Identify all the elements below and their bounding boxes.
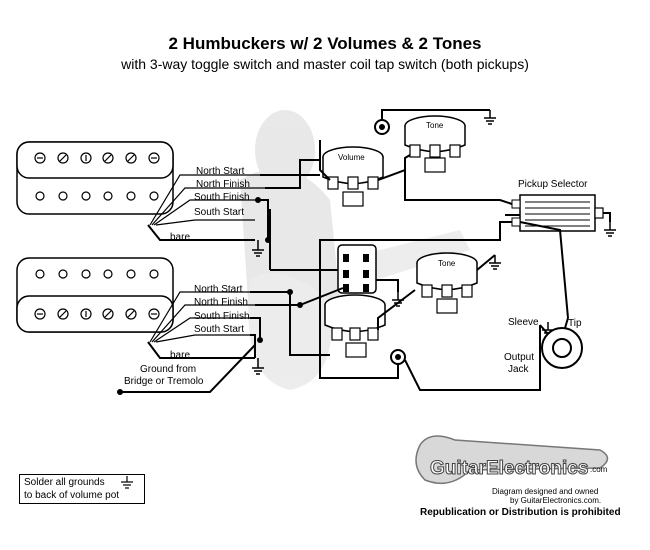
neck-tone-pot: Tone bbox=[404, 115, 466, 173]
logo-suffix: .com bbox=[590, 465, 608, 474]
tone-top-label: Tone bbox=[426, 121, 444, 130]
sleeve-label: Sleeve bbox=[508, 317, 539, 328]
ground-from-label-1: Ground from bbox=[140, 364, 196, 375]
tip-label: Tip bbox=[568, 318, 582, 329]
ground-icon bbox=[484, 110, 496, 125]
diagram-title: 2 Humbuckers w/ 2 Volumes & 2 Tones bbox=[168, 34, 482, 53]
output-jack: Sleeve Tip Output Jack bbox=[504, 317, 583, 375]
output-jack-label-1: Output bbox=[504, 352, 534, 363]
neck-humbucker bbox=[16, 141, 174, 215]
bridge-south-finish-label: South Finish bbox=[194, 311, 250, 322]
ground-icon bbox=[252, 240, 264, 257]
logo-notice: Republication or Distribution is prohibi… bbox=[420, 507, 621, 518]
neck-pole-dots bbox=[35, 191, 159, 201]
neck-slug-poles bbox=[34, 152, 160, 164]
bridge-volume-pot bbox=[324, 294, 386, 358]
bridge-north-finish-label: North Finish bbox=[194, 297, 248, 308]
ground-icon bbox=[604, 222, 616, 237]
logo-name: GuitarElectronics bbox=[430, 458, 588, 479]
bridge-pole-dots bbox=[35, 269, 159, 279]
bridge-slug-poles bbox=[34, 308, 160, 320]
bridge-north-start-label: North Start bbox=[194, 284, 243, 295]
pickup-selector-label: Pickup Selector bbox=[518, 179, 588, 190]
circuit-wires bbox=[250, 109, 611, 391]
neck-north-finish-label: North Finish bbox=[196, 179, 250, 190]
background-guitar-silhouette bbox=[240, 110, 470, 390]
output-jack-label-2: Jack bbox=[508, 364, 530, 375]
volume-label: Volume bbox=[338, 153, 365, 162]
tone-bottom-label: Tone bbox=[438, 259, 456, 268]
ground-note-line-2: to back of volume pot bbox=[24, 490, 120, 501]
ground-note-icon bbox=[121, 476, 133, 489]
coil-tap-switch bbox=[337, 244, 377, 294]
logo-credit-1: Diagram designed and owned bbox=[492, 487, 598, 496]
tone-capacitor-top bbox=[374, 119, 390, 135]
neck-south-start-label: South Start bbox=[194, 207, 244, 218]
tone-capacitor-bottom bbox=[390, 349, 406, 365]
ground-icon bbox=[252, 358, 264, 375]
volume-pot: Volume bbox=[322, 146, 384, 207]
bridge-humbucker bbox=[16, 257, 174, 333]
bridge-pickup-leads: North Start North Finish South Finish So… bbox=[147, 284, 255, 361]
logo-credit-2: by GuitarElectronics.com. bbox=[510, 496, 601, 505]
diagram-subtitle: with 3-way toggle switch and master coil… bbox=[121, 56, 529, 72]
ground-from-label-2: Bridge or Tremolo bbox=[124, 376, 204, 387]
guitar-electronics-logo: GuitarElectronics .com Diagram designed … bbox=[415, 435, 621, 518]
neck-pickup-leads: North Start North Finish South Finish So… bbox=[147, 166, 265, 243]
bridge-south-start-label: South Start bbox=[194, 324, 244, 335]
ground-icon bbox=[489, 255, 501, 270]
ground-from-bridge: Ground from Bridge or Tremolo bbox=[117, 344, 256, 395]
bridge-bare-label: bare bbox=[170, 350, 190, 361]
ground-note-line-1: Solder all grounds bbox=[24, 477, 105, 488]
neck-bare-label: bare bbox=[170, 232, 190, 243]
neck-south-finish-label: South Finish bbox=[194, 192, 250, 203]
neck-north-start-label: North Start bbox=[196, 166, 245, 177]
bridge-tone-pot: Tone bbox=[416, 252, 478, 314]
ground-note: Solder all grounds to back of volume pot bbox=[19, 474, 145, 504]
